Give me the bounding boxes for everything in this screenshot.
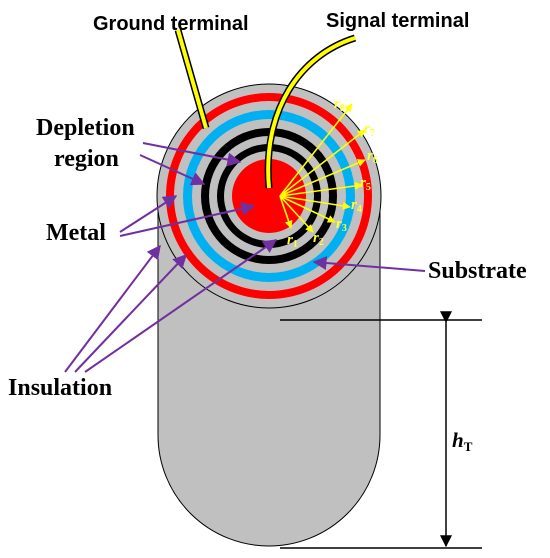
signal-terminal-label: Signal terminal	[326, 10, 469, 32]
radius-label-r6: r6	[367, 148, 378, 166]
radius-label-r2: r2	[313, 230, 324, 248]
depletion-region-label-line2: region	[54, 146, 119, 172]
ground-terminal-label: Ground terminal	[93, 13, 249, 35]
radius-label-r3: r3	[336, 216, 347, 234]
radius-label-r7: r7	[364, 121, 375, 139]
radius-label-r1: r1	[287, 232, 298, 250]
cross-section	[156, 83, 382, 309]
metal-label: Metal	[46, 220, 106, 246]
radius-label-r4: r4	[351, 197, 362, 215]
insulation-label: Insulation	[8, 375, 112, 401]
radius-arrows	[279, 103, 366, 233]
radius-label-r8: r8	[334, 96, 345, 114]
radius-labels: r1 r2 r3 r4 r5 r6 r7 r8	[287, 96, 378, 250]
radius-label-r5: r5	[360, 175, 371, 193]
depletion-region-label-line1: Depletion	[36, 115, 135, 141]
pointer-arrows	[64, 142, 426, 373]
substrate-label: Substrate	[428, 258, 527, 284]
height-label: hT	[452, 428, 473, 454]
height-dimension	[280, 311, 482, 549]
